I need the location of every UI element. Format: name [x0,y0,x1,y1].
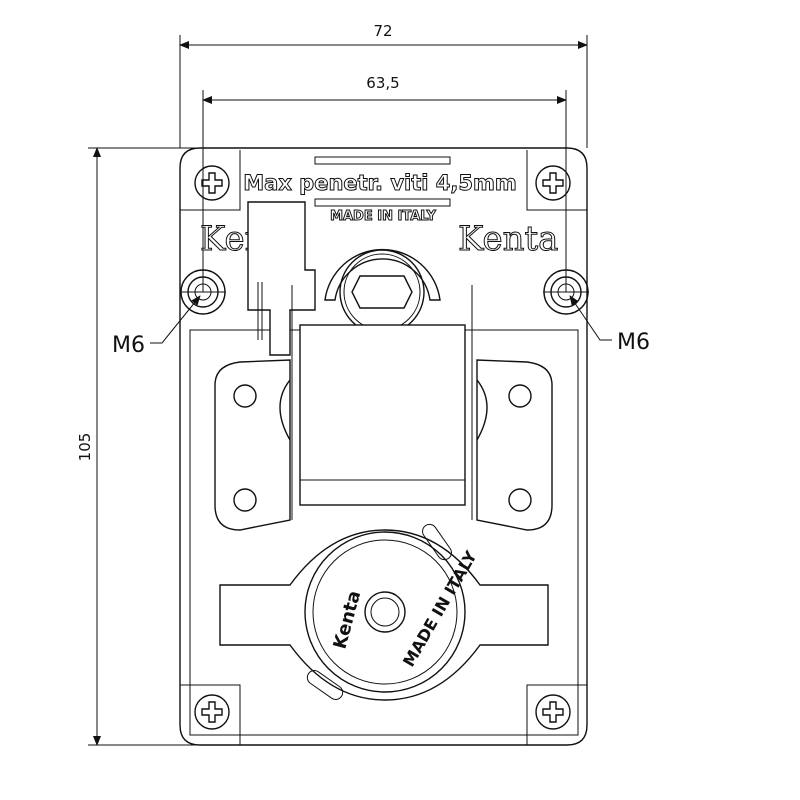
screw-icon [535,165,571,201]
housing-outline [179,147,588,746]
screw-icon [535,694,571,730]
screw-icon [194,694,230,730]
dimension-label-height: 105 [76,433,94,462]
gear-cover [304,531,466,693]
stator-left [214,359,291,531]
shaft [351,275,413,309]
screw-icon [194,165,230,201]
dimension-label-width: 72 [373,22,392,40]
connector [247,201,316,356]
dimension-width-72: 72 [179,22,588,148]
mount-hole-right [543,269,589,315]
hole-label-right: M6 [617,330,650,355]
dimension-hole-spacing: 63,5 [202,74,567,292]
stator-right [476,359,553,531]
gear-cover-plate [219,529,549,701]
shaft-guard [324,248,441,301]
coil [299,324,466,506]
output-hub [364,591,406,633]
dimension-label-hole-spacing: 63,5 [366,74,399,92]
hole-label-left: M6 [112,333,145,358]
mount-hole-left [180,269,226,315]
made-in-italy-label: MADE IN ITALY [330,209,436,224]
max-screw-depth-label: Max penetr. viti 4,5mm [243,171,516,195]
brand-right: Kenta [458,219,558,259]
